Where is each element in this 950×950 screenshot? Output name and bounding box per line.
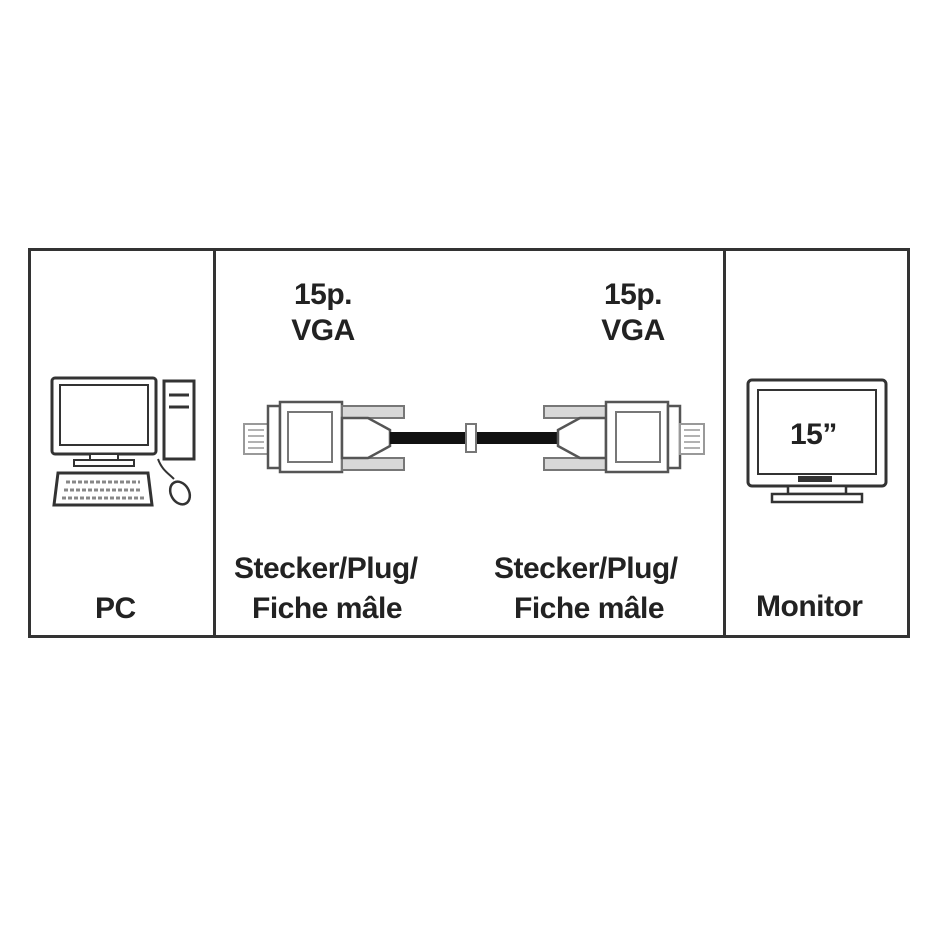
monitor-label: Monitor [756, 590, 863, 623]
left-plug-label-line2: Fiche mâle [252, 592, 403, 625]
desktop-computer-icon [50, 376, 196, 507]
left-connector-pins: 15p. [293, 278, 353, 311]
right-vga-plug [543, 400, 705, 474]
vga-cable-icon [243, 400, 705, 474]
pc-label: PC [95, 592, 136, 625]
monitor-icon [746, 378, 888, 504]
connection-diagram [28, 248, 910, 638]
right-plug-label-line2: Fiche mâle [514, 592, 665, 625]
right-connector-pins: 15p. [603, 278, 663, 311]
right-plug-label-line1: Stecker/Plug/ [494, 552, 678, 585]
panel-divider-left [213, 251, 216, 635]
left-connector-type: VGA [291, 314, 355, 347]
left-plug-label-line1: Stecker/Plug/ [234, 552, 418, 585]
right-connector-type: VGA [601, 314, 665, 347]
monitor-screen-size: 15” [790, 418, 837, 451]
left-vga-plug [243, 400, 405, 474]
panel-divider-right [723, 251, 726, 635]
